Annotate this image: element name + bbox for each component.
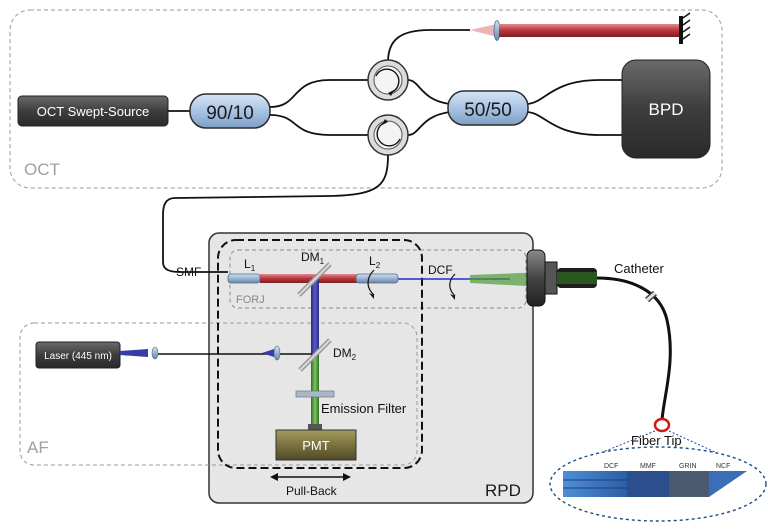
tip-segment-grin: GRIN bbox=[679, 463, 697, 470]
rotary-connector bbox=[526, 249, 597, 307]
pmt-box bbox=[275, 429, 357, 461]
pmt-label: PMT bbox=[302, 438, 330, 453]
tip-segment-mmf: MMF bbox=[640, 463, 656, 470]
fiber-tip-marker bbox=[653, 417, 671, 433]
tip-segment-dcf: DCF bbox=[604, 463, 618, 470]
lens-l1 bbox=[227, 273, 261, 284]
circulator-top bbox=[367, 59, 409, 101]
coupler-90-10 bbox=[189, 93, 271, 129]
coupler-50-50 bbox=[447, 90, 529, 126]
bpd-box bbox=[621, 59, 711, 159]
oct-section-label: OCT bbox=[24, 160, 60, 179]
oct-section-frame bbox=[9, 9, 723, 189]
dm2-label: DM2 bbox=[333, 346, 357, 362]
af-beam-vertical bbox=[311, 278, 319, 356]
rpd-section-label: RPD bbox=[485, 481, 521, 500]
pull-back-label: Pull-Back bbox=[286, 484, 338, 498]
coupler-50-50-label: 50/50 bbox=[464, 100, 512, 121]
oct-beam-horizontal bbox=[260, 274, 358, 283]
tip-segment-ncf: NCF bbox=[716, 463, 730, 470]
af-section-label: AF bbox=[27, 438, 49, 457]
swept-source-box bbox=[17, 95, 169, 127]
lens-l2 bbox=[355, 273, 399, 284]
lens-l2-label: L2 bbox=[369, 254, 381, 270]
smf-label: SMF bbox=[176, 265, 201, 279]
catheter-label: Catheter bbox=[614, 261, 665, 276]
oct-fibers bbox=[162, 29, 622, 273]
oct-sample-arm bbox=[470, 12, 691, 44]
catheter-line bbox=[596, 276, 672, 421]
rotation-arrow-l2 bbox=[367, 269, 375, 296]
laser-beam-optics bbox=[120, 345, 281, 361]
laser-label: Laser (445 nm) bbox=[44, 351, 112, 362]
forj-label: FORJ bbox=[236, 294, 265, 306]
dm1-label: DM1 bbox=[301, 250, 325, 266]
bpd-label: BPD bbox=[649, 100, 684, 119]
dcf-label: DCF bbox=[428, 263, 453, 277]
rotation-arrow-dcf bbox=[449, 273, 456, 297]
lens-l1-label: L1 bbox=[244, 257, 256, 273]
coupler-90-10-label: 90/10 bbox=[206, 103, 254, 124]
dcf-collimation bbox=[470, 272, 545, 287]
circulator-bottom bbox=[367, 114, 409, 156]
swept-source-label: OCT Swept-Source bbox=[37, 104, 149, 119]
fiber-tip-segments: DCF MMF GRIN NCF bbox=[563, 463, 747, 497]
emission-filter bbox=[295, 390, 335, 398]
fiber-tip-label: Fiber Tip bbox=[631, 433, 682, 448]
emission-filter-label: Emission Filter bbox=[321, 401, 407, 416]
